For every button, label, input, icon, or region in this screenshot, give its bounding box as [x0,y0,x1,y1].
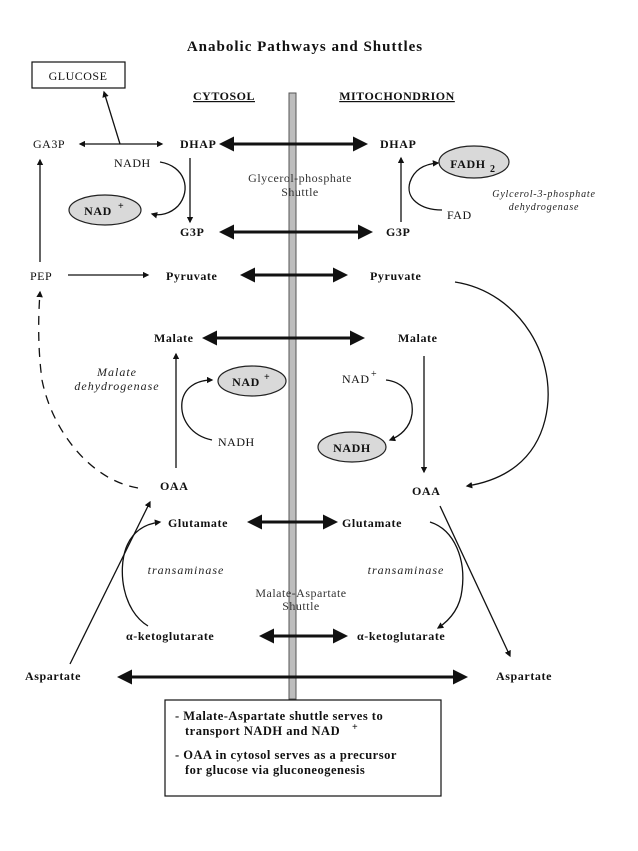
cytosol-nad-plus-1: + [118,201,124,212]
cytosol-dhap-label: DHAP [180,137,216,151]
to-glucose-arrow [102,90,121,145]
mito-nadh-oval [317,431,387,463]
mito-malate-label: Malate [398,331,438,345]
note-1-plus: + [352,722,358,733]
oaa-to-pep-dashed-arrow [36,290,139,489]
mito-akg-label: α-ketoglutarate [357,629,445,643]
cytosol-transaminase-label: transaminase [148,563,225,577]
nadh-to-nad-curve-2 [181,376,214,441]
ma-shuttle-label-1: Malate-Aspartate [255,586,346,600]
mito-g3p-label: G3P [386,225,410,239]
mito-nadh-label: NADH [333,441,371,455]
mito-oaa-to-aspartate-arrow [439,505,511,658]
g3p-dehydrogenase-label-1: Gylcerol-3-phosphate [492,189,595,200]
fadh2-oval [438,145,510,179]
aspartate-to-oaa-arrow [69,500,151,665]
cytosol-transaminase-curve [121,519,162,627]
malate-dehydrogenase-label-1: Malate [96,365,137,379]
nad-to-nadh-curve [385,379,413,442]
note-2-line-1: - OAA in cytosol serves as a precursor [175,748,397,762]
cytosol-g3p-label: G3P [180,225,204,239]
note-1-line-2: transport NADH and NAD [185,724,340,738]
notes-box [164,699,442,797]
cytosol-nad-label-1: NAD [84,204,112,218]
cytosol-nadh-label-2: NADH [218,435,255,449]
mito-oaa-label: OAA [412,484,440,498]
page-title: Anabolic Pathways and Shuttles [187,39,423,55]
gp-shuttle-label-2: Shuttle [281,185,319,199]
mito-aspartate-label: Aspartate [496,669,552,683]
fadh2-subscript: 2 [490,164,496,175]
ga3p-label: GA3P [33,137,65,151]
cytosol-pyruvate-label: Pyruvate [166,269,218,283]
cytosol-header: CYTOSOL [193,89,255,103]
gp-shuttle-label-1: Glycerol-phosphate [248,171,352,185]
cytosol-aspartate-label: Aspartate [25,669,81,683]
pep-label: PEP [30,269,52,283]
mito-nad-plus: + [371,369,377,380]
cytosol-glutamate-label: Glutamate [168,516,228,530]
cytosol-nad-plus-2: + [264,372,270,383]
mito-glutamate-label: Glutamate [342,516,402,530]
mitochondrion-header: MITOCHONDRION [339,89,455,103]
fad-to-fadh2-curve [408,160,443,211]
note-2-line-2: for glucose via gluconeogenesis [185,763,365,777]
mito-transaminase-curve [429,521,464,629]
mito-transaminase-label: transaminase [368,563,445,577]
mitochondrial-membrane [288,92,297,700]
cytosol-oaa-label: OAA [160,479,188,493]
cytosol-nadh-label-1: NADH [114,156,151,170]
fad-label: FAD [447,208,472,222]
nadh-to-nad-curve-1 [150,161,186,219]
g3p-dehydrogenase-label-2: dehydrogenase [509,202,580,213]
glucose-label: GLUCOSE [49,69,108,83]
ma-shuttle-label-2: Shuttle [282,599,320,613]
cytosol-nad-label-2: NAD [232,375,260,389]
mito-dhap-label: DHAP [380,137,416,151]
cytosol-malate-label: Malate [154,331,194,345]
pyruvate-to-oaa-curve [454,281,549,489]
mito-pyruvate-label: Pyruvate [370,269,422,283]
cytosol-nad-oval-2 [217,365,287,397]
mito-nad-label: NAD [342,372,370,386]
cytosol-nad-oval-1 [68,194,142,226]
malate-dehydrogenase-label-2: dehydrogenase [74,379,159,393]
glucose-box [31,61,126,89]
cytosol-akg-label: α-ketoglutarate [126,629,214,643]
fadh2-label: FADH [450,157,486,171]
note-1-line-1: - Malate-Aspartate shuttle serves to [175,709,383,723]
